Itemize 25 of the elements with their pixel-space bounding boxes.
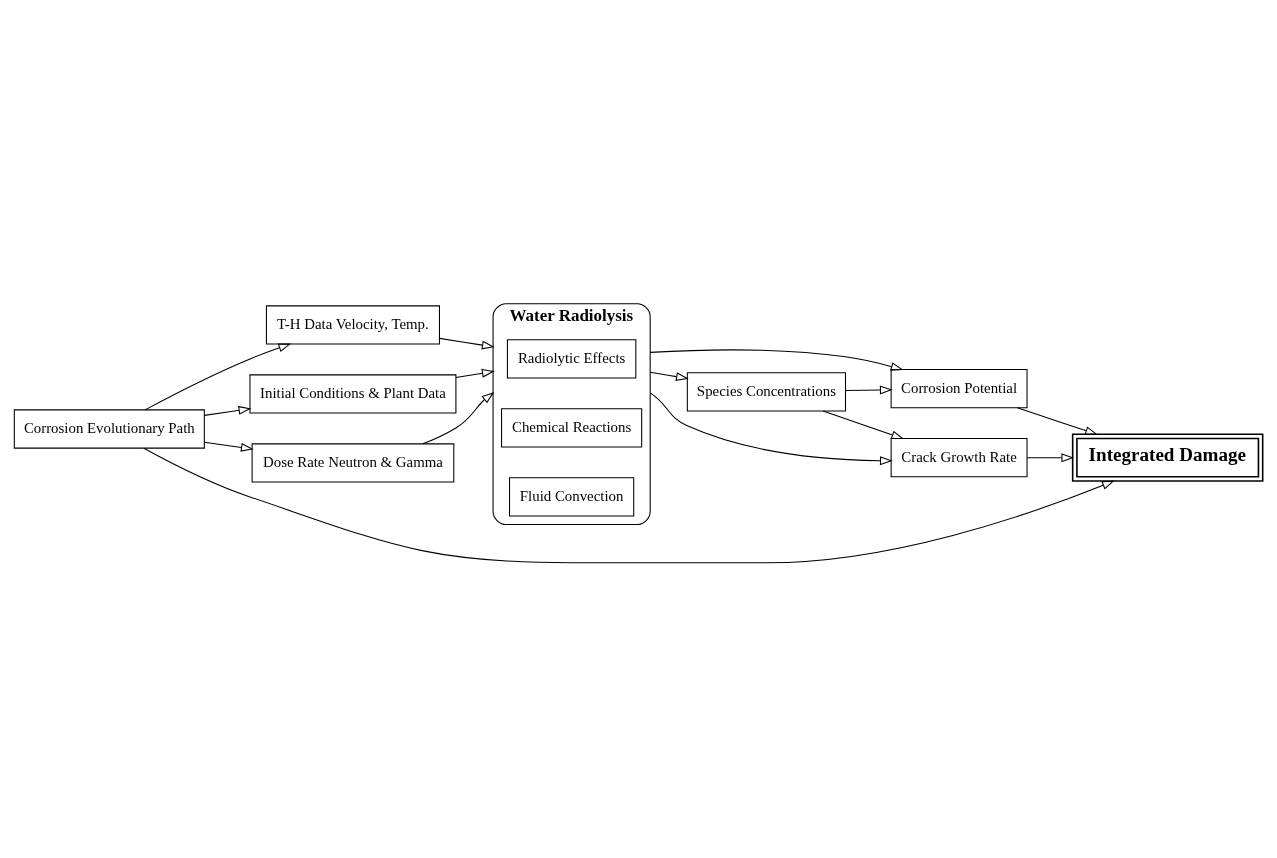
arrow (1016, 407, 1098, 435)
arrow (143, 447, 1115, 564)
node-box: Corrosion Evolutionary Path (13, 409, 205, 449)
arrow (649, 349, 904, 371)
node-box: Dose Rate Neutron & Gamma (251, 443, 455, 483)
node-box: Species Concentrations (686, 372, 847, 412)
arrow (422, 391, 495, 445)
arrow (1026, 453, 1075, 463)
arrow (649, 371, 689, 381)
arrow (455, 368, 495, 378)
arrow (439, 337, 495, 350)
node-box: Radiolytic Effects (506, 339, 637, 379)
node-box: Initial Conditions & Plant Data (249, 374, 457, 414)
node-box: Fluid Convection (509, 477, 635, 517)
node-box: Integrated Damage (1071, 433, 1264, 482)
arrow (649, 392, 893, 466)
arrow (203, 441, 254, 452)
node-box: Crack Growth Rate (890, 438, 1028, 478)
node-box: Chemical Reactions (501, 408, 643, 448)
node-box: Corrosion Potential (890, 369, 1028, 409)
arrow (203, 405, 252, 416)
arrow (822, 410, 905, 440)
arrow (144, 343, 292, 411)
arrow (845, 385, 893, 395)
node-box: T-H Data Velocity, Temp. (265, 305, 440, 345)
